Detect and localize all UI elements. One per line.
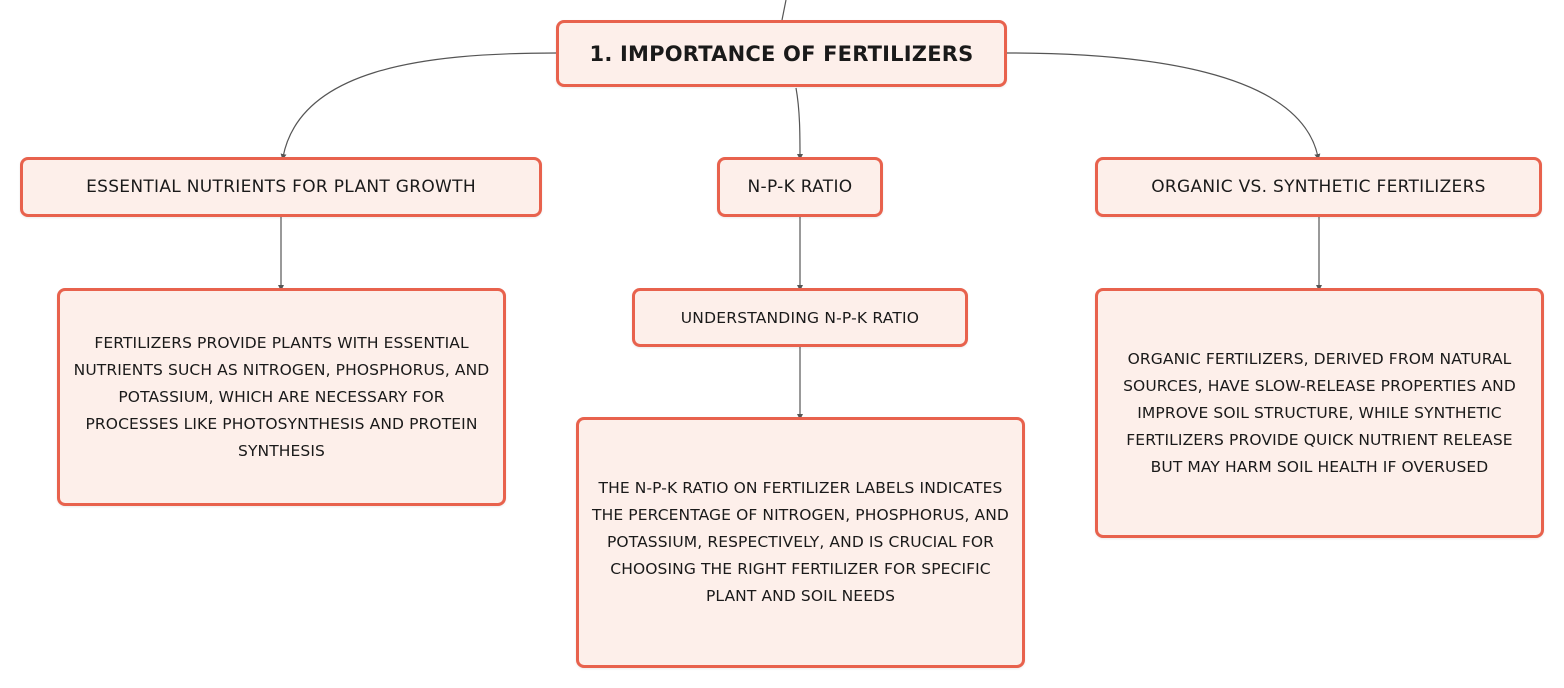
connector-root-to-organic-synthetic	[1006, 52, 1321, 160]
organic-synthetic-detail-text: ORGANIC FERTILIZERS, DERIVED FROM NATURA…	[1123, 349, 1516, 476]
branch-npk-ratio-label: N-P-K RATIO	[747, 177, 853, 197]
understanding-npk-label: UNDERSTANDING N-P-K RATIO	[680, 308, 920, 327]
branch-organic-synthetic-label: ORGANIC VS. SYNTHETIC FERTILIZERS	[1151, 177, 1486, 197]
branch-organic-synthetic-node[interactable]: ORGANIC VS. SYNTHETIC FERTILIZERS	[1095, 157, 1542, 217]
essential-nutrients-detail-node[interactable]: FERTILIZERS PROVIDE PLANTS WITH ESSENTIA…	[57, 288, 506, 506]
understanding-npk-node[interactable]: UNDERSTANDING N-P-K RATIO	[632, 288, 968, 347]
connector-root-to-essential-nutrients	[280, 52, 557, 160]
essential-nutrients-detail-text: FERTILIZERS PROVIDE PLANTS WITH ESSENTIA…	[73, 333, 490, 460]
connector-parent-to-root	[781, 0, 787, 21]
branch-npk-ratio-node[interactable]: N-P-K RATIO	[717, 157, 883, 217]
npk-ratio-detail-node[interactable]: THE N-P-K RATIO ON FERTILIZER LABELS IND…	[576, 417, 1025, 668]
connector-root-to-npk	[795, 87, 803, 160]
branch-essential-nutrients-label: ESSENTIAL NUTRIENTS FOR PLANT GROWTH	[86, 177, 476, 197]
organic-synthetic-detail-node[interactable]: ORGANIC FERTILIZERS, DERIVED FROM NATURA…	[1095, 288, 1544, 538]
branch-essential-nutrients-node[interactable]: ESSENTIAL NUTRIENTS FOR PLANT GROWTH	[20, 157, 542, 217]
npk-ratio-detail-text: THE N-P-K RATIO ON FERTILIZER LABELS IND…	[592, 479, 1009, 605]
root-topic-title: 1. IMPORTANCE OF FERTILIZERS	[589, 41, 974, 66]
root-topic-node[interactable]: 1. IMPORTANCE OF FERTILIZERS	[556, 20, 1007, 87]
